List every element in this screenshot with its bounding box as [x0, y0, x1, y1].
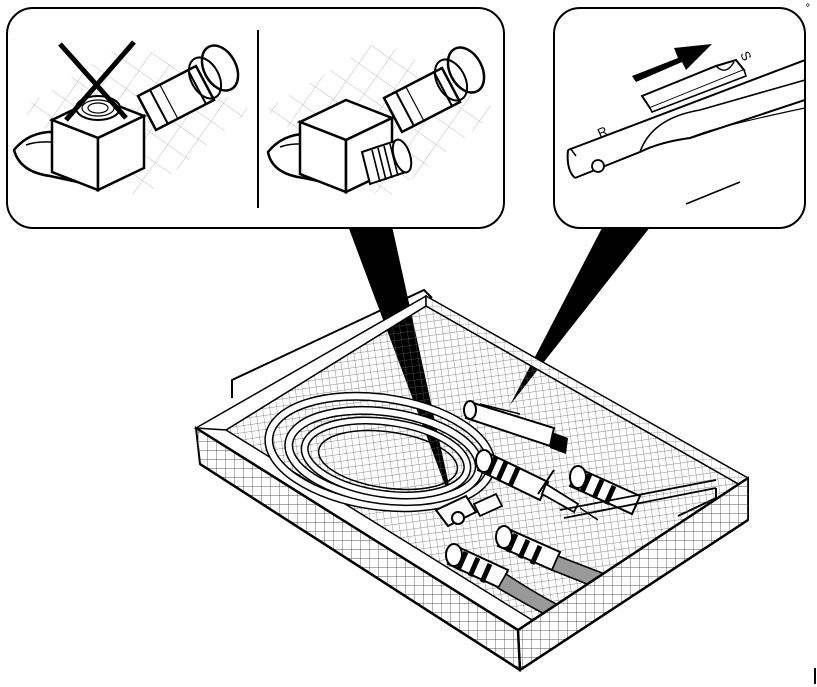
callout-pointer-right	[510, 226, 651, 405]
wire-basket	[193, 288, 750, 672]
connector-block	[434, 492, 504, 528]
basket-handle-left	[231, 288, 433, 398]
slider-button-illustration	[640, 58, 748, 114]
connector-plug-2	[537, 465, 642, 516]
wrong-cross-icon	[58, 40, 136, 122]
callout-panel-left	[6, 7, 505, 229]
long-probe	[559, 479, 717, 521]
connector-correct-illustration	[266, 46, 486, 194]
connector-plug-4	[445, 543, 558, 618]
connector-wrong-illustration	[12, 40, 240, 192]
instrument-slider	[463, 400, 568, 454]
corner-mark: ˚	[806, 2, 810, 17]
slide-direction-arrow-icon	[632, 44, 712, 82]
callout-panel-right: R S	[553, 7, 806, 229]
connector-plug-1	[475, 449, 580, 514]
thread-nipple	[360, 138, 413, 186]
